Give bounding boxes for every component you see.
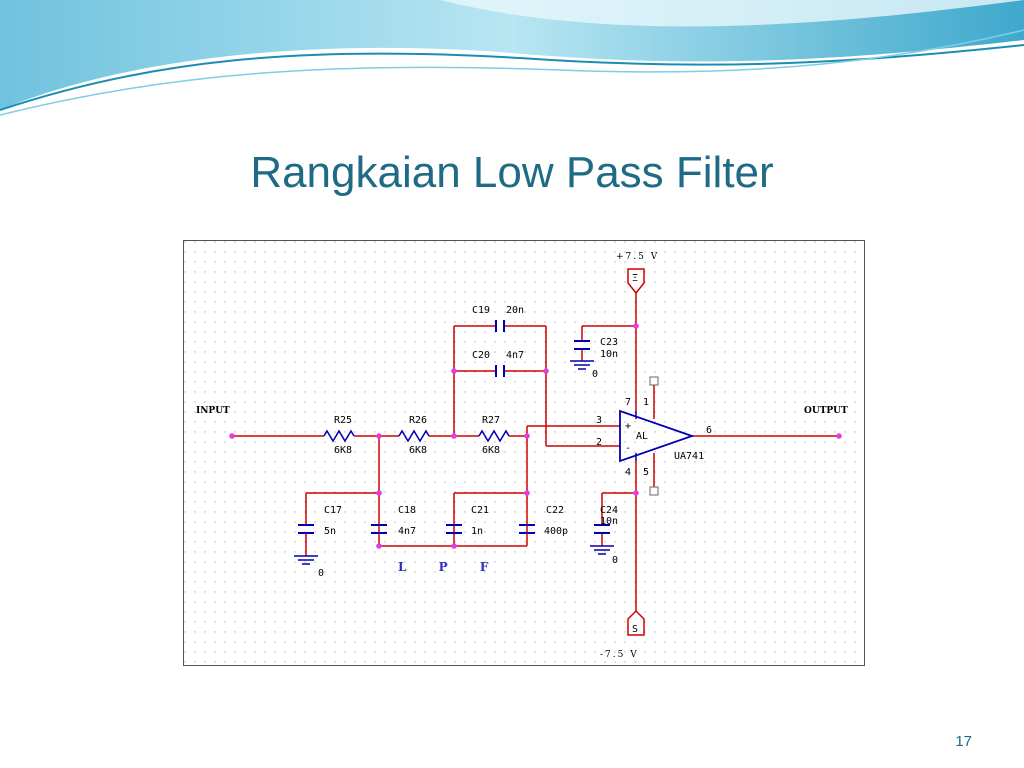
capacitor-c24 [594,524,610,534]
c19-value: 20n [506,305,524,316]
opamp-ref: AL [636,431,648,442]
r26-value: 6K8 [409,445,427,456]
capacitor-c21 [446,524,462,534]
c23-name: C23 [600,337,618,348]
input-label: INPUT [196,406,230,416]
capacitor-c22 [519,524,535,534]
ground-label: 0 [612,555,618,566]
svg-text:+: + [625,421,631,432]
c22-value: 400p [544,526,568,537]
r27-name: R27 [482,415,500,426]
capacitor-c17 [298,524,314,534]
vminus-source-icon [627,609,645,636]
capacitor-c19 [495,320,505,332]
r25-name: R25 [334,415,352,426]
ground-icon [294,555,318,565]
vminus-symbol: S [632,624,638,635]
vplus-label: +7.5 V [616,252,659,262]
output-label: OUTPUT [804,406,848,416]
c20-name: C20 [472,350,490,361]
pin-7: 7 [625,397,631,408]
vminus-label: -7.5 V [600,650,639,660]
ground-label: 0 [592,369,598,380]
capacitor-c18 [371,524,387,534]
pin-4: 4 [625,467,631,478]
c17-value: 5n [324,526,336,537]
capacitor-c23 [574,340,590,350]
c21-value: 1n [471,526,483,537]
vplus-symbol: Ξ [632,273,638,284]
ground-label: 0 [318,568,324,579]
page-number: 17 [955,733,972,750]
r27-value: 6K8 [482,445,500,456]
c18-name: C18 [398,505,416,516]
r25-value: 6K8 [334,445,352,456]
filter-label: L P F [398,560,502,574]
lpf-schematic: + - INPUT OU [184,241,864,665]
resistor-r27 [478,429,510,443]
capacitor-c20 [495,365,505,377]
resistor-r26 [398,429,430,443]
c18-value: 4n7 [398,526,416,537]
pin-6: 6 [706,425,712,436]
opamp-ua741: + - [619,409,695,463]
offset-pin-box [649,376,659,386]
junction-nodes [229,323,842,549]
c17-name: C17 [324,505,342,516]
vplus-source-icon [627,268,645,295]
c19-name: C19 [472,305,490,316]
pin-5: 5 [643,467,649,478]
ground-icon [570,360,594,370]
decorative-wave-header [0,0,1024,116]
slide-title: Rangkaian Low Pass Filter [250,148,774,197]
r26-name: R26 [409,415,427,426]
pin-1: 1 [643,397,649,408]
pin-2: 2 [596,437,602,448]
opamp-model: UA741 [674,451,704,462]
c24-value: 10n [600,516,618,527]
svg-text:-: - [625,443,631,454]
c20-value: 4n7 [506,350,524,361]
c22-name: C22 [546,505,564,516]
ground-icon [590,545,614,555]
c21-name: C21 [471,505,489,516]
c24-name: C24 [600,505,618,516]
pin-3: 3 [596,415,602,426]
offset-pin-box [649,486,659,496]
schematic-frame: + - INPUT OU [183,240,865,666]
resistor-r25 [323,429,355,443]
c23-value: 10n [600,349,618,360]
